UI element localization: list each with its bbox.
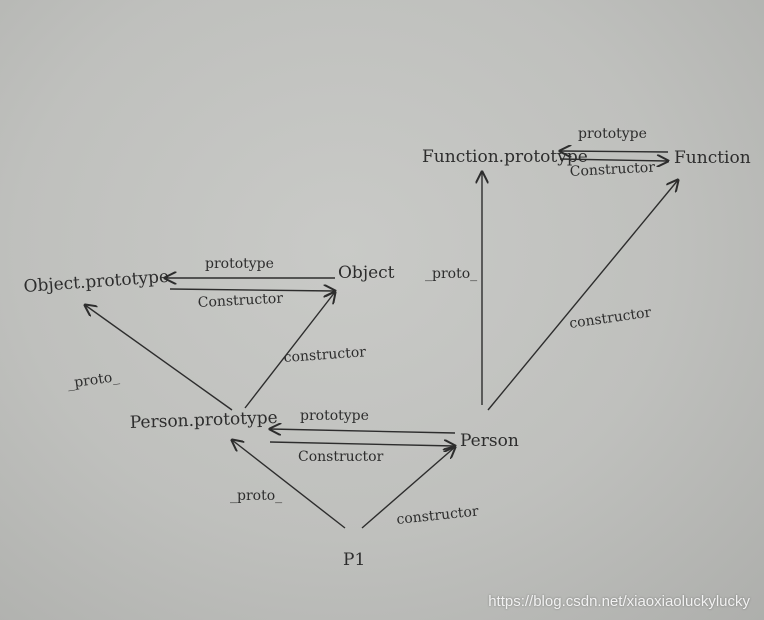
p1-person-constructor-arrow (361, 447, 455, 529)
funcproto-function-constructor-arrow (559, 159, 668, 161)
node-function: Function (674, 148, 751, 168)
label-funcproto-function-constructor: Constructor (569, 160, 655, 180)
label-personproto-objproto-proto: _proto_ (66, 369, 120, 392)
label-person-funcproto-proto: _proto_ (425, 266, 477, 282)
node-person: Person (460, 431, 519, 451)
label-person-function-constructor: constructor (568, 305, 652, 332)
label-p1-person-constructor: constructor (396, 503, 480, 528)
label-p1-personproto-proto: _proto_ (230, 488, 282, 504)
label-personproto-object-constructor: constructor (283, 344, 367, 366)
personproto-objproto-proto-arrow (85, 305, 233, 411)
objproto-object-constructor-arrow (169, 289, 335, 291)
personproto-object-constructor-arrow (244, 292, 335, 409)
watermark: https://blog.csdn.net/xiaoxiaoluckylucky (488, 593, 750, 610)
funcproto-function-prototype-arrow (560, 151, 669, 152)
node-object: Object (338, 263, 395, 283)
label-personproto-person-constructor: Constructor (298, 449, 384, 465)
label-funcproto-function-prototype: prototype (578, 126, 647, 142)
person-function-constructor-arrow (487, 180, 678, 411)
node-object-prototype: Object.prototype (23, 267, 170, 297)
label-personproto-person-prototype: prototype (300, 408, 369, 424)
label-objproto-object-constructor: Constructor (197, 291, 283, 311)
node-person-prototype: Person.prototype (129, 408, 277, 433)
node-function-prototype: Function.prototype (422, 147, 588, 167)
node-p1: P1 (343, 550, 365, 570)
label-objproto-object-prototype: prototype (205, 256, 274, 272)
p1-personproto-proto-arrow (232, 440, 346, 529)
personproto-person-constructor-arrow (269, 442, 455, 446)
personproto-person-prototype-arrow (270, 429, 456, 433)
